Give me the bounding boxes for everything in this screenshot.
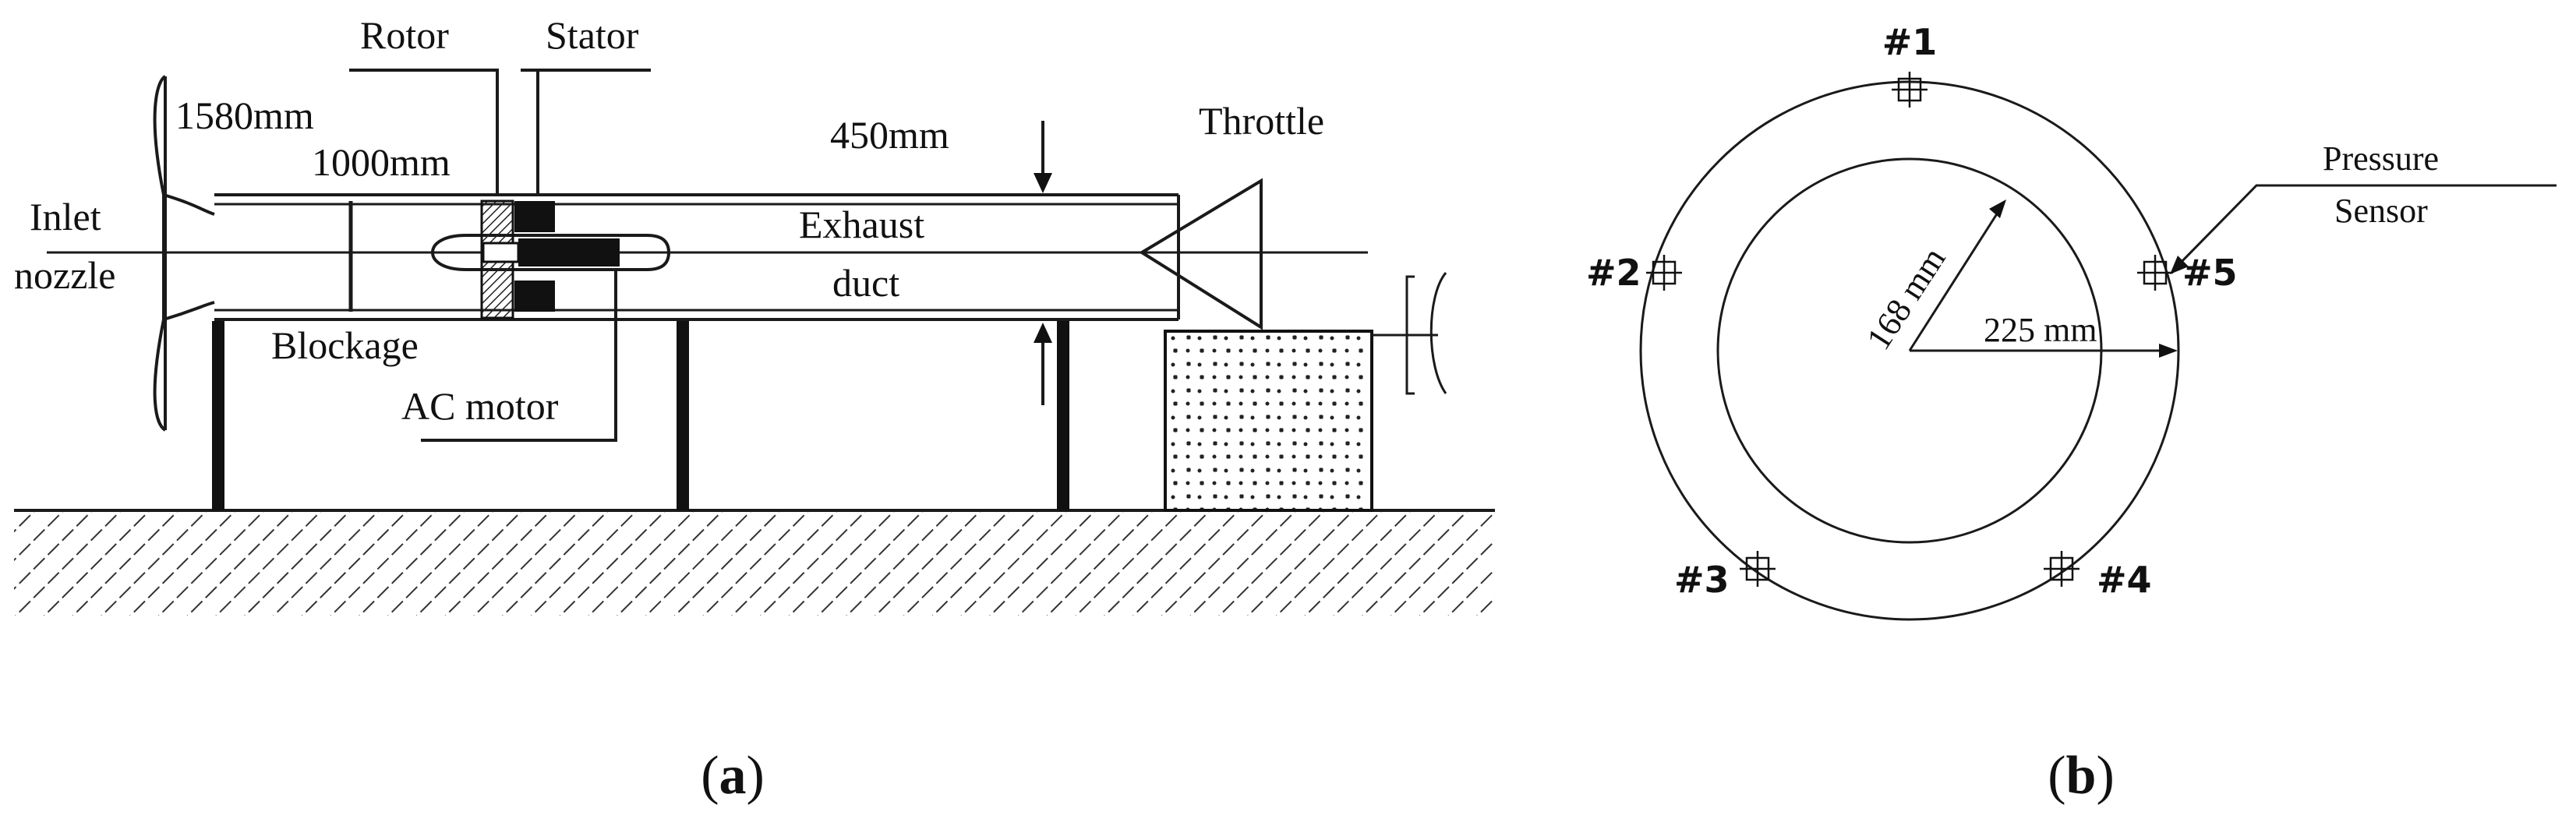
spinner-hub <box>430 234 671 271</box>
pressure-sensor-arrowhead <box>2170 256 2189 274</box>
inlet-nozzle-bell <box>153 75 215 432</box>
outer-radius-arrowhead <box>2159 344 2178 358</box>
sensor-marker-2 <box>1646 255 1682 291</box>
label-sensor-2: #2 <box>1586 252 1641 294</box>
stator-top <box>514 201 555 232</box>
support-leg-1 <box>212 321 224 510</box>
label-sensor-4: #4 <box>2097 559 2152 601</box>
label-inner-radius: 168 mm <box>1859 241 1952 357</box>
dim-450-arrowhead-top <box>1034 173 1052 193</box>
support-leg-3 <box>1057 321 1069 510</box>
sensor-marker-5 <box>2137 255 2173 291</box>
label-pressure: Pressure <box>2323 139 2439 178</box>
label-stator: Stator <box>546 13 639 57</box>
label-exhaust: Exhaust <box>799 203 924 246</box>
label-outer-radius: 225 mm <box>1984 311 2097 349</box>
label-inlet: Inlet <box>30 195 101 238</box>
label-ac-motor: AC motor <box>401 384 559 428</box>
label-sensor: Sensor <box>2334 192 2428 230</box>
label-blockage: Blockage <box>271 323 419 367</box>
panel-b-sensor-layout: #1 #2 #3 #4 #5 Pressure Sensor 168 mm 22… <box>1586 21 2557 806</box>
label-dim-1580: 1580mm <box>175 94 314 137</box>
throttle-cone <box>1139 178 1263 330</box>
label-rotor: Rotor <box>360 13 449 57</box>
caption-a: (a) <box>701 746 765 806</box>
caption-b: (b) <box>2048 746 2115 806</box>
throttle-handle <box>1405 272 1447 395</box>
label-sensor-1: #1 <box>1882 21 1938 63</box>
label-sensor-5: #5 <box>2182 252 2238 294</box>
dim-450-arrowhead-bottom <box>1034 323 1052 343</box>
sensor-marker-3 <box>1740 551 1776 587</box>
inner-radius-line <box>1908 203 2005 351</box>
panel-a-rig-diagram: Rotor Stator 1580mm 1000mm 450mm Throttl… <box>14 13 1495 806</box>
ac-motor-leader <box>421 270 617 442</box>
sensor-marker-4 <box>2044 551 2080 587</box>
shaft-box <box>482 242 520 263</box>
support-leg-2 <box>677 321 689 510</box>
label-dim-1000: 1000mm <box>312 140 451 184</box>
stator-bottom <box>514 281 555 312</box>
label-nozzle: nozzle <box>14 253 115 297</box>
pressure-sensor-leader <box>2173 184 2557 270</box>
throttle-block <box>1164 330 1373 512</box>
ground-hatch <box>14 510 1495 616</box>
label-sensor-3: #3 <box>1674 559 1730 601</box>
label-dim-450: 450mm <box>830 113 949 157</box>
sensor-marker-1 <box>1892 72 1928 108</box>
label-throttle: Throttle <box>1199 99 1324 143</box>
rotor-leader <box>349 69 499 195</box>
label-duct: duct <box>832 261 899 305</box>
inner-radius-arrowhead <box>1989 199 2006 218</box>
motor-body <box>518 238 620 266</box>
